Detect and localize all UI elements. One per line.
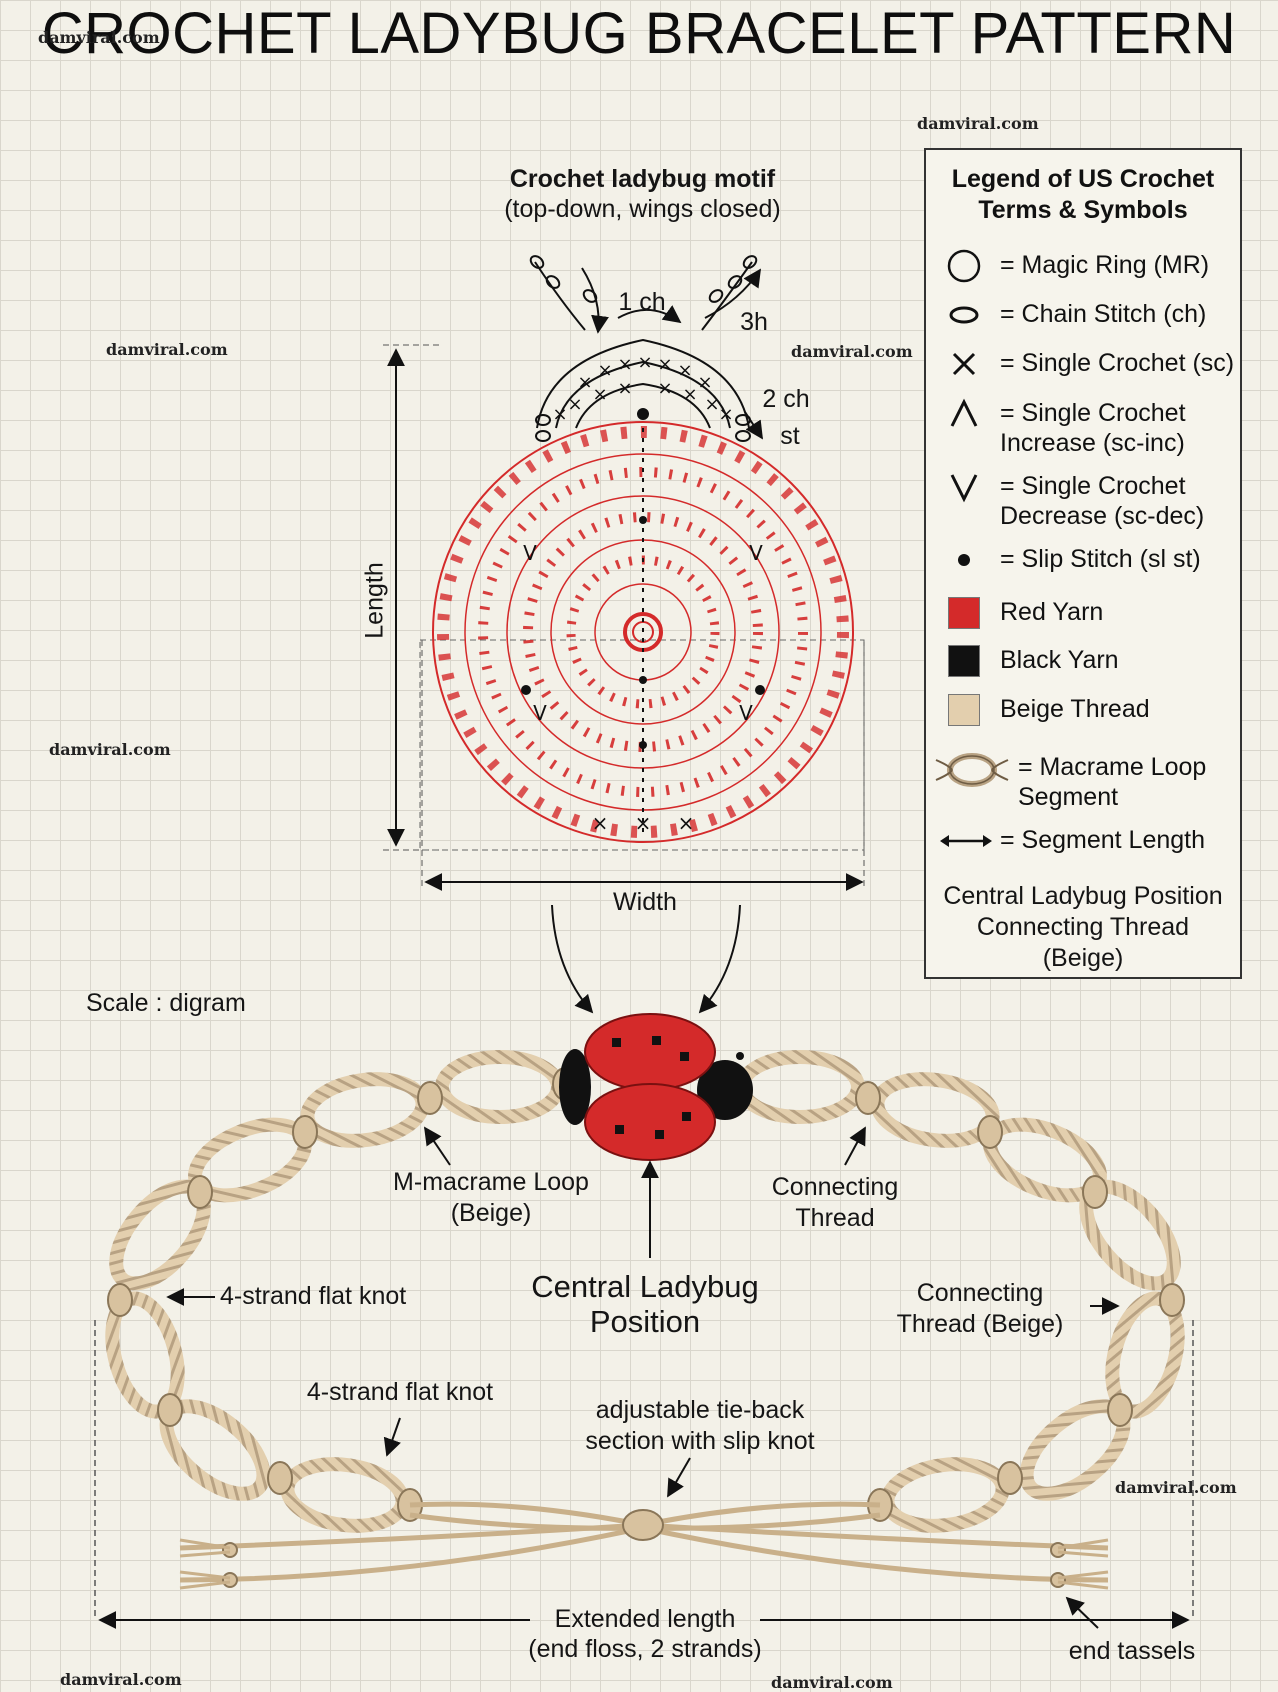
svg-text:×: × [657, 354, 672, 375]
legend-text: = Slip Stitch (sl st) [1000, 545, 1201, 573]
connecting-thread-label: Connecting Thread [771, 1173, 899, 1232]
svg-text:×: × [678, 811, 695, 835]
svg-text:×: × [635, 811, 652, 835]
svg-text:×: × [617, 378, 632, 399]
label-1ch: 1 ch [618, 288, 666, 316]
flat-knot-left-label: 4-strand flat knot [220, 1282, 407, 1310]
svg-text:×: × [552, 404, 567, 425]
watermark: damviral.com [38, 28, 160, 47]
slip-stitch-icon [958, 554, 970, 566]
legend-panel: Legend of US Crochet Terms & Symbols = M… [924, 148, 1242, 979]
legend-item-slip-stitch: = Slip Stitch (sl st) [940, 540, 1240, 580]
label-st: st [780, 422, 800, 450]
svg-text:×: × [592, 384, 607, 405]
legend-text: = Single Crochet Increase (sc-inc) [1000, 399, 1186, 457]
legend-text: Black Yarn [1000, 646, 1119, 674]
svg-text:×: × [567, 394, 582, 415]
macrame-loop-label: M-macrame Loop (Beige) [393, 1168, 589, 1227]
segment-length-icon [940, 835, 992, 847]
watermark: damviral.com [917, 114, 1039, 133]
legend-item-black-yarn: Black Yarn [940, 641, 1240, 681]
legend-item-chain: = Chain Stitch (ch) [940, 295, 1240, 335]
legend-text: = Segment Length [1000, 826, 1206, 854]
motif-heading: Crochet ladybug motif [509, 165, 776, 193]
scale-label: Scale : digram [86, 989, 246, 1017]
watermark: damviral.com [60, 1670, 182, 1689]
sc-decrease-icon [950, 474, 978, 503]
page-title: CROCHET LADYBUG BRACELET PATTERN [41, 1, 1237, 66]
legend-item-red-yarn: Red Yarn [940, 593, 1240, 633]
legend-text: = Macrame Loop Segment [1018, 753, 1207, 811]
legend-footer: Central Ladybug Position Connecting Thre… [943, 882, 1223, 972]
magic-ring-icon [947, 249, 981, 283]
black-yarn-swatch [948, 645, 980, 677]
red-yarn-swatch [948, 597, 980, 629]
single-crochet-icon [952, 352, 976, 376]
svg-text:×: × [704, 394, 719, 415]
svg-text:×: × [592, 811, 609, 835]
legend-item-segment-length: = Segment Length [940, 821, 1240, 861]
svg-text:×: × [637, 352, 652, 373]
svg-text:V: V [533, 701, 547, 725]
legend-item-magic-ring: = Magic Ring (MR) [940, 246, 1240, 286]
svg-text:×: × [718, 404, 733, 425]
svg-text:×: × [597, 360, 612, 381]
flat-knot-bottom-label: 4-strand flat knot [306, 1378, 494, 1406]
legend-heading: Legend of US Crochet Terms & Symbols [951, 165, 1215, 224]
beige-thread-swatch [948, 694, 980, 726]
watermark: damviral.com [49, 740, 171, 759]
legend-text: = Single Crochet Decrease (sc-dec) [1000, 472, 1205, 530]
motif-subheading: (top-down, wings closed) [504, 195, 781, 223]
motif-head: ××××××× ×××××× ×× [529, 255, 763, 442]
chain-stitch-icon [949, 306, 979, 324]
label-3h: 3h [740, 308, 768, 336]
tie-back-label: adjustable tie-back section with slip kn… [585, 1396, 815, 1455]
svg-text:V: V [739, 701, 753, 725]
end-tassels [179, 1538, 1109, 1590]
label-2ch: 2 ch [762, 385, 810, 413]
legend-item-beige-thread: Beige Thread [940, 690, 1240, 730]
end-tassels-label: end tassels [1068, 1637, 1196, 1665]
length-label: Length [360, 562, 389, 639]
watermark: damviral.com [1115, 1478, 1237, 1497]
legend-text: = Single Crochet (sc) [1000, 349, 1235, 377]
sc-increase-icon [950, 398, 978, 427]
legend-text: Beige Thread [1000, 695, 1150, 723]
legend-text: = Chain Stitch (ch) [1000, 300, 1207, 328]
slip-knot [622, 1509, 664, 1541]
svg-text:×: × [677, 360, 692, 381]
legend-item-macrame-loop: = Macrame Loop Segment [935, 748, 1240, 814]
central-ladybug-label: Central Ladybug Position [531, 1269, 759, 1339]
svg-text:×: × [577, 372, 592, 393]
svg-text:V: V [523, 541, 537, 565]
watermark: damviral.com [791, 342, 913, 361]
watermark: damviral.com [106, 340, 228, 359]
legend-item-sc-increase: = Single Crochet Increase (sc-inc) [940, 394, 1240, 460]
svg-text:V: V [749, 541, 763, 565]
legend-text: Red Yarn [1000, 598, 1104, 626]
legend-item-single-crochet: = Single Crochet (sc) [940, 344, 1240, 384]
extended-sub-label: (end floss, 2 strands) [528, 1635, 762, 1663]
svg-text:×: × [657, 378, 672, 399]
svg-text:×: × [617, 354, 632, 375]
ladybug-figure [559, 1013, 753, 1161]
extended-length-label: Extended length [554, 1605, 736, 1633]
macrame-loop-icon [935, 753, 1009, 787]
svg-text:×: × [682, 384, 697, 405]
motif-body: V V V V × × × [432, 421, 854, 843]
legend-item-sc-decrease: = Single Crochet Decrease (sc-dec) [940, 467, 1240, 533]
watermark: damviral.com [771, 1673, 893, 1692]
legend-text: = Magic Ring (MR) [1000, 251, 1210, 279]
width-label: Width [613, 888, 677, 916]
connecting-thread-beige-label: Connecting Thread (Beige) [896, 1279, 1064, 1338]
svg-text:×: × [697, 372, 712, 393]
